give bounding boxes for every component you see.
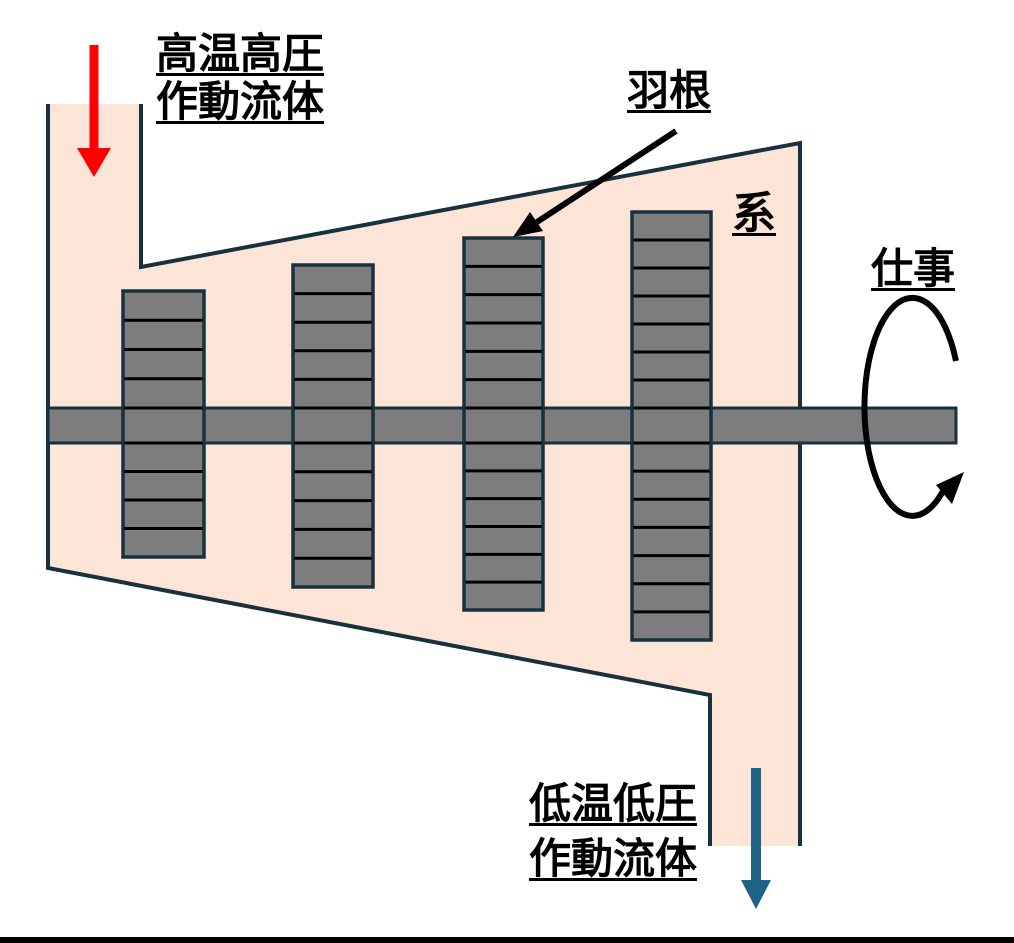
work-label: 仕事	[871, 246, 955, 292]
blade-stack-body	[121, 289, 206, 559]
blade-label: 羽根	[627, 68, 711, 114]
blade-stack-body	[291, 263, 375, 589]
inlet-fluid-label-line1: 高温高圧	[156, 30, 325, 77]
rotation-arrow	[861, 294, 964, 519]
inlet-arrow-head	[77, 148, 111, 177]
blade-stack-1	[121, 289, 206, 559]
inlet-fluid-label: 高温高圧 作動流体	[156, 30, 324, 126]
casing-outline-right	[139, 104, 802, 846]
blade-pointer-head	[513, 212, 543, 237]
blade-stacks	[121, 210, 713, 642]
outlet-flow-arrow	[741, 768, 771, 909]
outlet-fluid-label-line2: 作動流体	[529, 835, 698, 882]
outlet-arrow-head	[741, 880, 771, 909]
turbine-casing-fill	[48, 104, 800, 846]
casing-outline-left	[46, 104, 712, 846]
blade-pointer-arrow	[513, 128, 678, 237]
blade-stack-body	[462, 236, 545, 612]
blade-stack-3	[462, 236, 545, 612]
blade-stack-body	[630, 210, 713, 642]
inlet-flow-arrow	[77, 45, 111, 177]
system-label: 系	[732, 190, 776, 238]
blade-stack-4	[630, 210, 713, 642]
inlet-arrow-shaft	[89, 45, 99, 149]
outlet-fluid-label-line1: 低温低圧	[529, 780, 698, 827]
blade-pointer-line	[535, 128, 678, 225]
outlet-arrow-shaft	[751, 768, 761, 881]
blade-stack-2	[291, 263, 375, 589]
rotation-arrow-arc	[861, 294, 959, 519]
work-label-text: 仕事	[871, 245, 956, 292]
blade-label-text: 羽根	[627, 67, 712, 114]
rotation-arrow-head	[936, 472, 964, 504]
bottom-edge-bar	[0, 937, 1014, 943]
outlet-fluid-label: 低温低圧 作動流体	[529, 776, 697, 886]
inlet-fluid-label-line2: 作動流体	[156, 78, 325, 125]
system-label-text: 系	[732, 189, 776, 238]
